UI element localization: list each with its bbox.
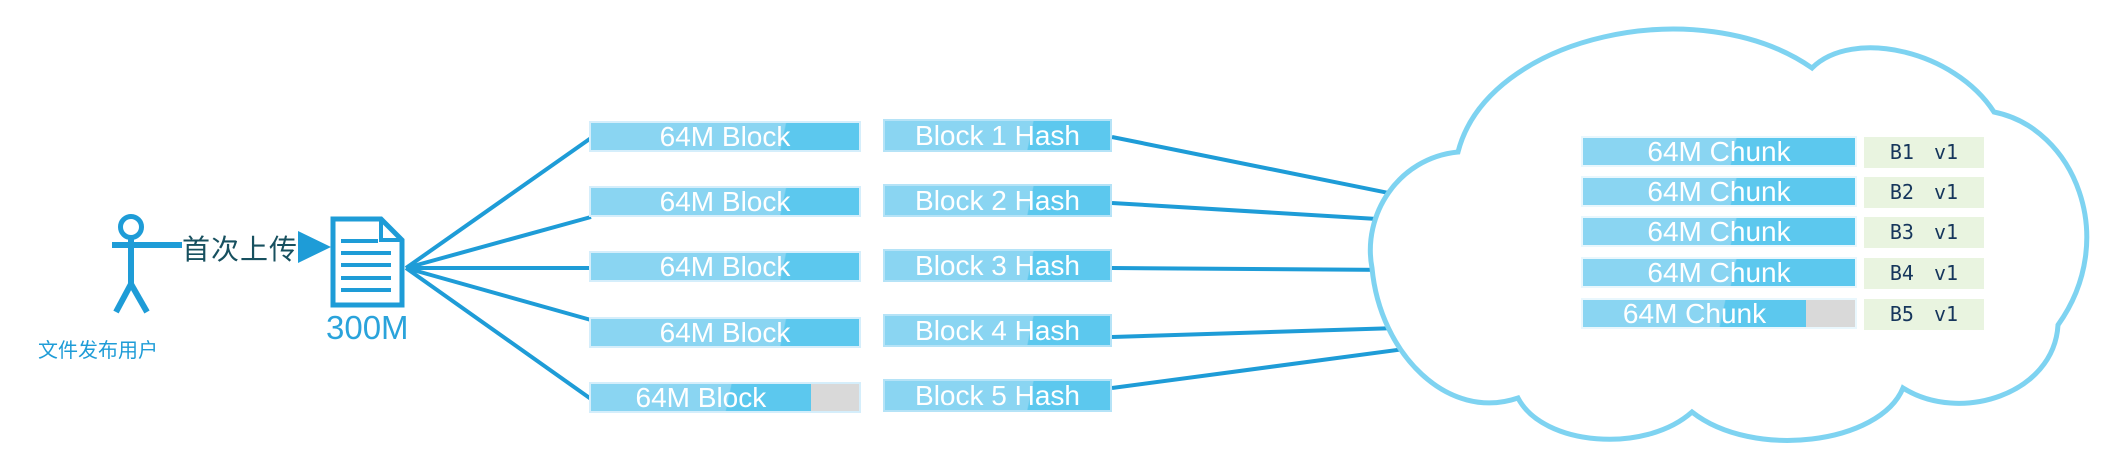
connector-line — [404, 136, 593, 270]
chunk-bar-label: 64M Chunk — [1622, 298, 1767, 329]
document-icon — [330, 216, 405, 308]
arrow-right-icon — [298, 231, 331, 263]
block-bar-label: 64M Block — [659, 186, 791, 217]
block-bar: 64M Block — [589, 121, 861, 152]
connector-line — [1111, 266, 1399, 272]
hash-bar: Block 5 Hash — [883, 379, 1112, 412]
chunk-bar-partial: 64M Chunk — [1581, 298, 1857, 329]
chunk-bar-label: 64M Chunk — [1647, 257, 1791, 288]
chunk-bar-label: 64M Chunk — [1647, 136, 1791, 167]
hash-bar: Block 1 Hash — [883, 119, 1112, 152]
hash-bar: Block 4 Hash — [883, 314, 1112, 347]
chunk-bar: 64M Chunk — [1581, 136, 1857, 167]
chunk-version-tag: B1 v1 — [1864, 137, 1984, 168]
block-bar-partial: 64M Block — [589, 382, 861, 413]
hash-bar-label: Block 2 Hash — [915, 185, 1080, 216]
chunk-bar-label: 64M Chunk — [1647, 176, 1791, 207]
connector-line — [404, 266, 593, 401]
connector-line — [1111, 346, 1413, 390]
block-bar-label: 64M Block — [635, 382, 767, 413]
upload-action-label: 首次上传 — [182, 235, 299, 266]
chunk-bar: 64M Chunk — [1581, 216, 1857, 247]
connector-line — [405, 215, 592, 270]
block-bar-empty-segment — [810, 384, 859, 411]
hash-bar: Block 2 Hash — [883, 184, 1112, 217]
block-bar: 64M Block — [589, 251, 861, 282]
stick-figure-icon — [112, 214, 182, 314]
hash-bar-label: Block 5 Hash — [915, 380, 1080, 411]
block-bar: 64M Block — [589, 317, 861, 348]
block-bar-filled-segment: 64M Block — [591, 382, 811, 413]
hash-bar: Block 3 Hash — [883, 249, 1112, 282]
chunk-bar-filled-segment: 64M Chunk — [1583, 298, 1807, 329]
connector-line — [1111, 326, 1399, 339]
hash-bar-label: Block 4 Hash — [915, 315, 1080, 346]
chunk-version-tag: B2 v1 — [1864, 177, 1984, 208]
split-fan-lines — [404, 136, 593, 401]
block-bar-label: 64M Block — [659, 251, 791, 282]
actor-label: 文件发布用户 — [38, 340, 158, 362]
connector-line — [405, 266, 592, 322]
block-bar: 64M Block — [589, 186, 861, 217]
chunk-version-tag: B4 v1 — [1864, 258, 1984, 289]
chunk-version-tag: B3 v1 — [1864, 217, 1984, 248]
block-bar-label: 64M Block — [659, 317, 791, 348]
chunk-bar-label: 64M Chunk — [1647, 216, 1791, 247]
file-size-label: 300M — [326, 309, 409, 346]
chunk-bar-empty-segment — [1806, 300, 1855, 327]
hash-bar-label: Block 3 Hash — [915, 250, 1080, 281]
hash-bar-label: Block 1 Hash — [915, 120, 1080, 151]
chunk-version-tag: B5 v1 — [1864, 299, 1984, 330]
chunk-bar: 64M Chunk — [1581, 257, 1857, 288]
block-bar-label: 64M Block — [659, 121, 791, 152]
chunk-bar: 64M Chunk — [1581, 176, 1857, 207]
